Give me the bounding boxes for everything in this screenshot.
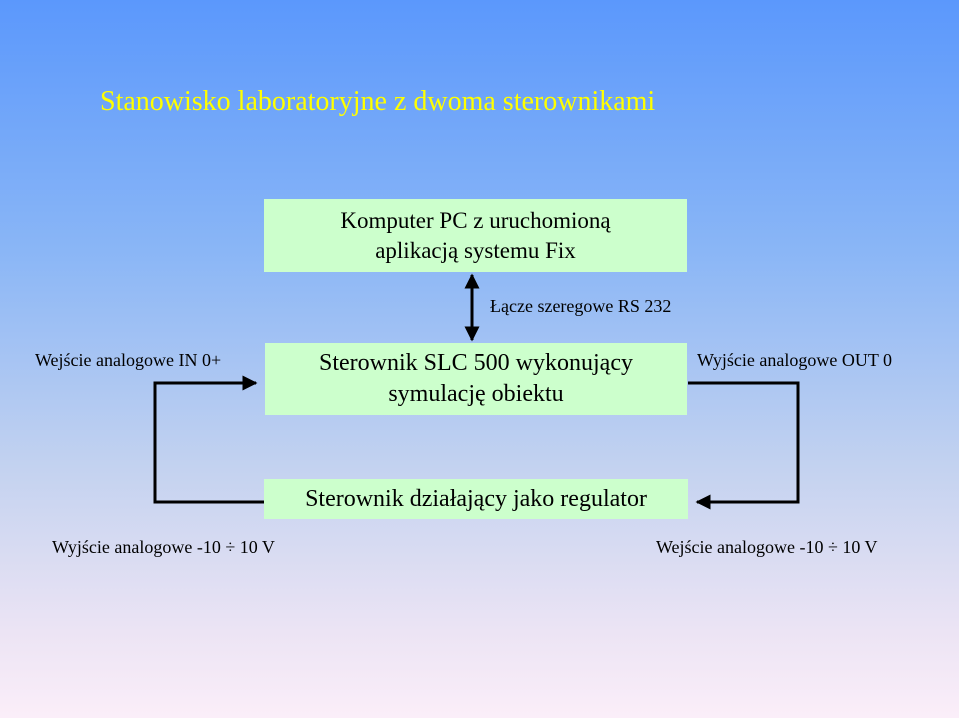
serial-link-label: Łącze szeregowe RS 232 — [490, 296, 672, 316]
slc-box-line2: symulację obiektu — [388, 381, 564, 407]
pc-box-line2: aplikacją systemu Fix — [375, 237, 576, 263]
analog-output-range-label: Wyjście analogowe -10 ÷ 10 V — [52, 537, 275, 557]
analog-input-range-label: Wejście analogowe -10 ÷ 10 V — [656, 537, 878, 557]
pc-computer-box: Komputer PC z uruchomioną aplikacją syst… — [264, 199, 687, 272]
analog-input-in0-label: Wejście analogowe IN 0+ — [35, 350, 222, 370]
slide-title: Stanowisko laboratoryjne z dwoma sterown… — [100, 86, 656, 117]
right-feedback-wire — [688, 381, 800, 510]
slc-box-line1: Sterownik SLC 500 wykonujący — [319, 350, 633, 376]
pc-box-line1: Komputer PC z uruchomioną — [340, 207, 611, 233]
slc-controller-box: Sterownik SLC 500 wykonujący symulację o… — [265, 343, 687, 415]
left-feedback-wire — [153, 375, 264, 504]
regulator-box-text: Sterownik działający jako regulator — [305, 486, 647, 512]
analog-output-out0-label: Wyjście analogowe OUT 0 — [697, 350, 893, 370]
regulator-controller-box: Sterownik działający jako regulator — [264, 479, 688, 519]
